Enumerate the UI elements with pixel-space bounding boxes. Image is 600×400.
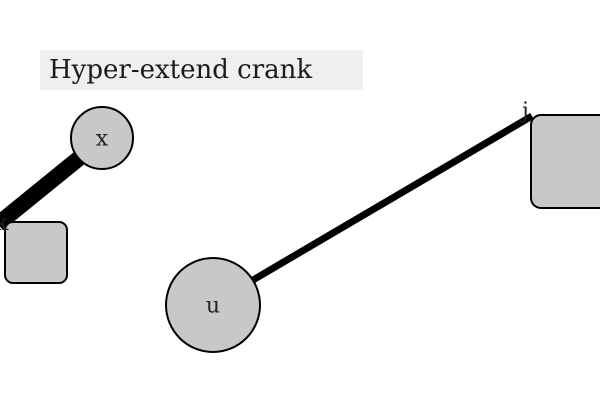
node-right-box[interactable]: [530, 114, 600, 209]
edge-label-j: j: [519, 99, 529, 124]
edge-label-k: k: [0, 211, 9, 236]
node-left-box[interactable]: [4, 221, 68, 284]
page-title: Hyper-extend crank: [49, 55, 313, 85]
edge-x-to-left-box[interactable]: [0, 148, 89, 231]
node-x[interactable]: [70, 106, 134, 170]
node-u[interactable]: [165, 257, 261, 353]
edge-u-to-right-box[interactable]: [251, 112, 534, 284]
title-bar: Hyper-extend crank: [40, 50, 363, 90]
